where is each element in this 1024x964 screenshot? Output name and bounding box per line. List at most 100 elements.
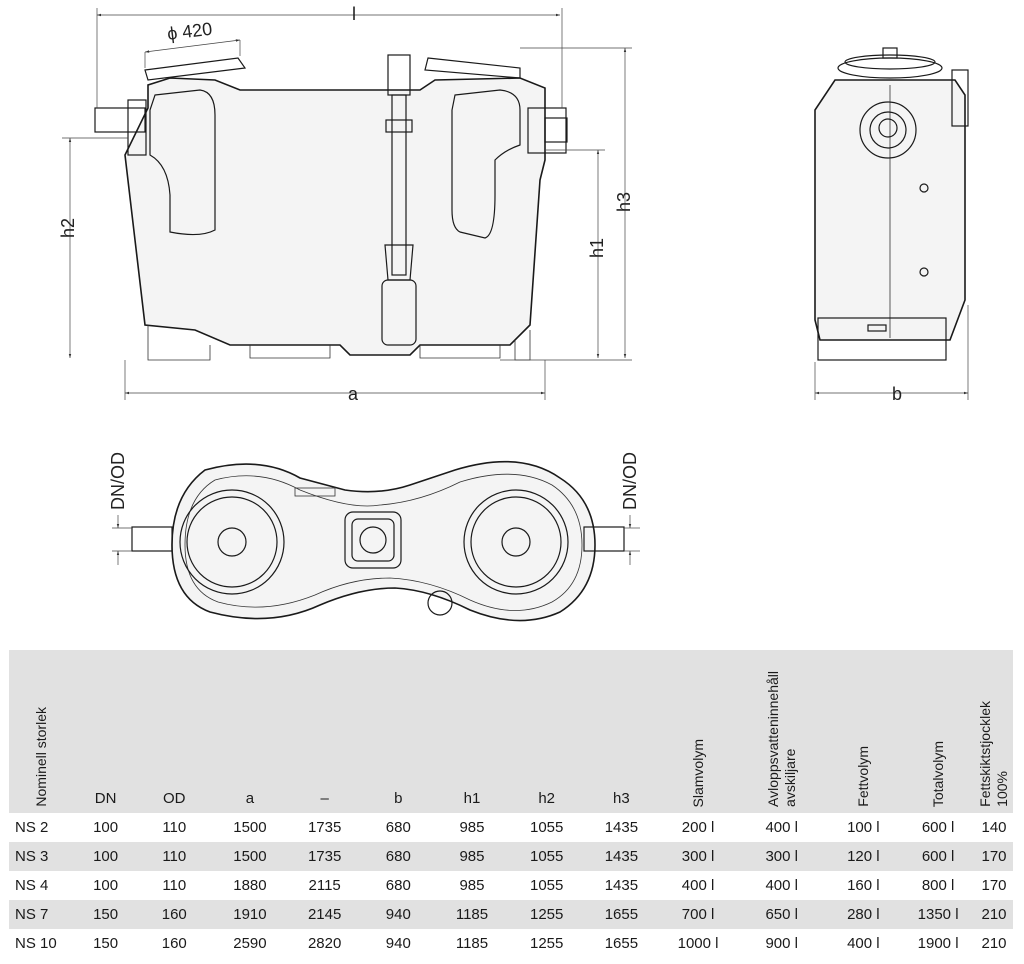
cell-total: 600 l — [921, 848, 955, 865]
header-h1: h1 — [463, 790, 481, 807]
header-size: Nominell storlek — [33, 707, 50, 807]
cell-b: 940 — [385, 906, 411, 923]
technical-drawing: l a h2 h1 h3 ϕ 420 — [58, 4, 969, 622]
cell-fat: 100 l — [847, 819, 880, 836]
cell-a: 1910 — [233, 906, 267, 923]
cell-h2: 1055 — [530, 848, 564, 865]
cell-h1: 985 — [459, 819, 485, 836]
cell-od: 160 — [161, 906, 187, 923]
cell-dn: 100 — [93, 848, 119, 865]
header-b: b — [394, 790, 403, 807]
cell-fat-layer: 170 — [981, 848, 1007, 865]
cell-h2: 1255 — [530, 935, 564, 952]
header-total-volume: Totalvolym — [929, 740, 946, 807]
cell-content: 900 l — [765, 935, 798, 952]
cell-l: 1735 — [307, 848, 342, 865]
cell-sludge: 300 l — [681, 848, 715, 865]
cell-h3: 1435 — [604, 848, 639, 865]
cell-size: NS 4 — [15, 877, 49, 894]
cell-dn: 150 — [93, 935, 119, 952]
cell-size: NS 2 — [15, 819, 49, 836]
cell-h2: 1255 — [530, 906, 564, 923]
dn-od-right-label: DN/OD — [620, 452, 640, 510]
cell-h2: 1055 — [530, 877, 564, 894]
table-row: NS 7 150 160 1910 2145 940 1185 1255 1655 700 l 65… — [9, 900, 1013, 929]
diameter-label: ϕ 420 — [166, 19, 213, 44]
top-view: DN/OD DN/OD — [108, 452, 640, 622]
cell-sludge: 200 l — [681, 819, 715, 836]
cell-dn: 150 — [93, 906, 119, 923]
header-dn: DN — [94, 790, 117, 807]
header-h2: h2 — [538, 790, 556, 807]
table-row: NS 10 150 160 2590 2820 940 1185 1255 1655 1000 l… — [9, 929, 1013, 958]
cell-fat-layer: 140 — [981, 819, 1007, 836]
cell-l: 1735 — [307, 819, 342, 836]
cell-od: 110 — [162, 848, 187, 865]
cell-content: 650 l — [765, 906, 798, 923]
tank-body-top — [171, 460, 596, 622]
cell-b: 940 — [385, 935, 411, 952]
cell-content: 400 l — [765, 819, 798, 836]
cell-size: NS 7 — [15, 906, 49, 923]
table-body: NS 2 100 110 1500 1735 680 985 1055 1435 200 l 400… — [9, 813, 1013, 958]
cell-h1: 985 — [459, 848, 485, 865]
tank-body-front — [124, 77, 546, 356]
cell-fat: 120 l — [847, 848, 880, 865]
cell-sludge: 700 l — [681, 906, 715, 923]
cell-h1: 1185 — [455, 935, 489, 952]
dim-a-label: a — [348, 384, 359, 404]
cell-b: 680 — [385, 819, 411, 836]
cell-h1: 1185 — [455, 906, 489, 923]
table-header-row: Nominell storlek DN OD a – b h1 h2 h3 Sl… — [9, 650, 1013, 813]
side-view: b — [814, 47, 969, 404]
cell-h2: 1055 — [530, 819, 564, 836]
cell-fat-layer: 210 — [981, 935, 1007, 952]
cell-od: 110 — [162, 877, 187, 894]
header-wastewater-content: Avloppsvatteninnehåll avskiljare — [764, 671, 798, 807]
specification-table: Nominell storlek DN OD a – b h1 h2 h3 Sl… — [9, 650, 1013, 958]
cell-b: 680 — [385, 848, 411, 865]
cell-l: 2145 — [307, 906, 342, 923]
cell-size: NS 3 — [15, 848, 49, 865]
cell-size: NS 10 — [15, 935, 57, 952]
cell-total: 1900 l — [917, 935, 959, 952]
header-l: – — [320, 790, 329, 807]
cell-l: 2820 — [307, 935, 342, 952]
cell-dn: 100 — [93, 877, 119, 894]
header-a: a — [245, 790, 255, 807]
cell-l: 2115 — [308, 877, 341, 894]
cell-h3: 1655 — [604, 935, 639, 952]
cell-total: 1350 l — [917, 906, 959, 923]
header-fat-volume: Fettvolym — [854, 746, 871, 807]
cell-a: 2590 — [233, 935, 267, 952]
cell-dn: 100 — [93, 819, 119, 836]
cell-fat: 160 l — [847, 877, 880, 894]
cell-fat: 400 l — [847, 935, 880, 952]
cell-sludge: 400 l — [681, 877, 715, 894]
header-h3: h3 — [613, 790, 630, 807]
cell-h1: 985 — [459, 877, 485, 894]
dim-h3-label: h3 — [614, 192, 634, 212]
dim-h2-label: h2 — [58, 218, 78, 238]
cell-od: 160 — [161, 935, 187, 952]
dim-b-label: b — [892, 384, 902, 404]
cell-a: 1880 — [233, 877, 267, 894]
dim-h1-label: h1 — [587, 238, 607, 258]
cell-h3: 1655 — [604, 906, 639, 923]
cell-fat: 280 l — [847, 906, 880, 923]
cell-sludge: 1000 l — [677, 935, 719, 952]
dn-od-left-label: DN/OD — [108, 452, 128, 510]
cell-h3: 1435 — [604, 819, 639, 836]
dim-l-label: l — [352, 4, 356, 24]
cell-b: 680 — [385, 877, 411, 894]
cell-a: 1500 — [233, 819, 267, 836]
header-fat-layer: Fettskiktstjocklek 100% — [977, 701, 1010, 807]
cell-fat-layer: 210 — [981, 906, 1007, 923]
table-row: NS 2 100 110 1500 1735 680 985 1055 1435 200 l 400… — [9, 813, 1013, 842]
cell-od: 110 — [162, 819, 187, 836]
cell-total: 800 l — [921, 877, 955, 894]
cell-h3: 1435 — [604, 877, 639, 894]
cell-a: 1500 — [233, 848, 267, 865]
